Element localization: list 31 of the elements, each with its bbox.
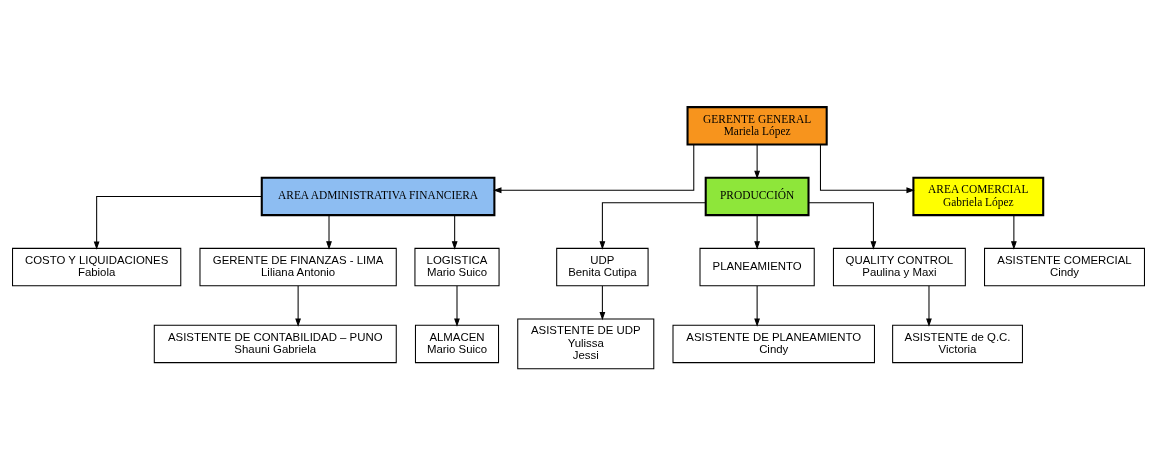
arrow (326, 214, 332, 250)
node-box: PRODUCCIÓN (704, 176, 810, 216)
arrow (451, 214, 458, 250)
node-box: ASISTENTE DE PLANEAMIENTO Cindy (672, 324, 875, 363)
arrow (754, 214, 761, 250)
node-box: ASISTENTE COMERCIAL Cindy (984, 247, 1145, 286)
arrow (926, 285, 932, 327)
node-box: GERENTE GENERAL Mariela López (686, 105, 828, 146)
node-box: LOGISTICA Mario Suico (414, 247, 500, 286)
arrow (295, 285, 302, 327)
arrow (493, 143, 695, 193)
arrow (808, 201, 877, 250)
node-box: QUALITY CONTROL Paulina y Maxi (832, 247, 966, 286)
arrow (93, 195, 263, 250)
node-box: COSTO Y LIQUIDACIONES Fabiola (12, 247, 182, 286)
node-box: ALMACEN Mario Suico (414, 324, 500, 363)
node-box: GERENTE DE FINANZAS - LIMA Liliana Antonio (199, 247, 397, 286)
node-box: UDP Benita Cutipa (556, 247, 649, 286)
arrow (599, 201, 707, 250)
arrow (754, 285, 761, 327)
node-box: ASISTENTE DE CONTABILIDAD – PUNO Shauni Gabriela (153, 324, 397, 363)
node-box: AREA ADMINISTRATIVA FINANCIERA (260, 176, 496, 216)
node-box: AREA COMERCIAL Gabriela López (912, 176, 1045, 216)
arrow (1010, 214, 1017, 250)
node-box: PLANEAMIENTO (699, 247, 815, 286)
arrow (754, 143, 761, 179)
node-box: ASISTENTE DE UDP Yulissa Jessi (517, 318, 655, 369)
arrow (819, 143, 915, 193)
node-box: ASISTENTE de Q.C. Victoria (892, 324, 1023, 363)
arrow (454, 285, 460, 327)
arrow (599, 285, 606, 320)
